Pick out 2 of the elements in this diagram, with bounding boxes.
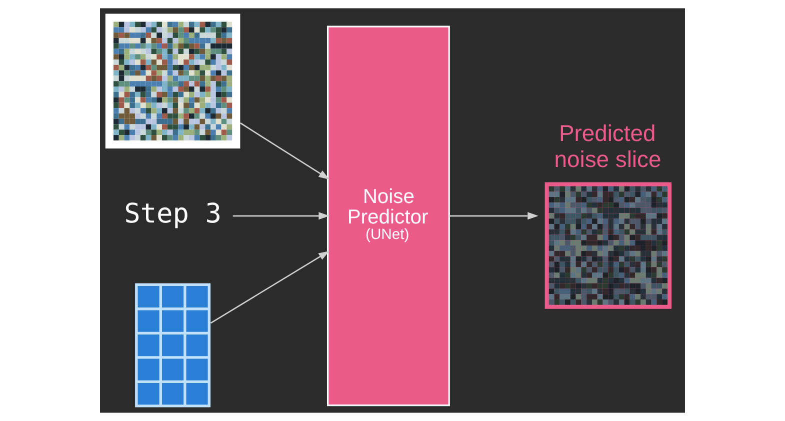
node-label: Predicted noise slice: [554, 120, 662, 172]
node-text: Step 3: [124, 198, 222, 230]
